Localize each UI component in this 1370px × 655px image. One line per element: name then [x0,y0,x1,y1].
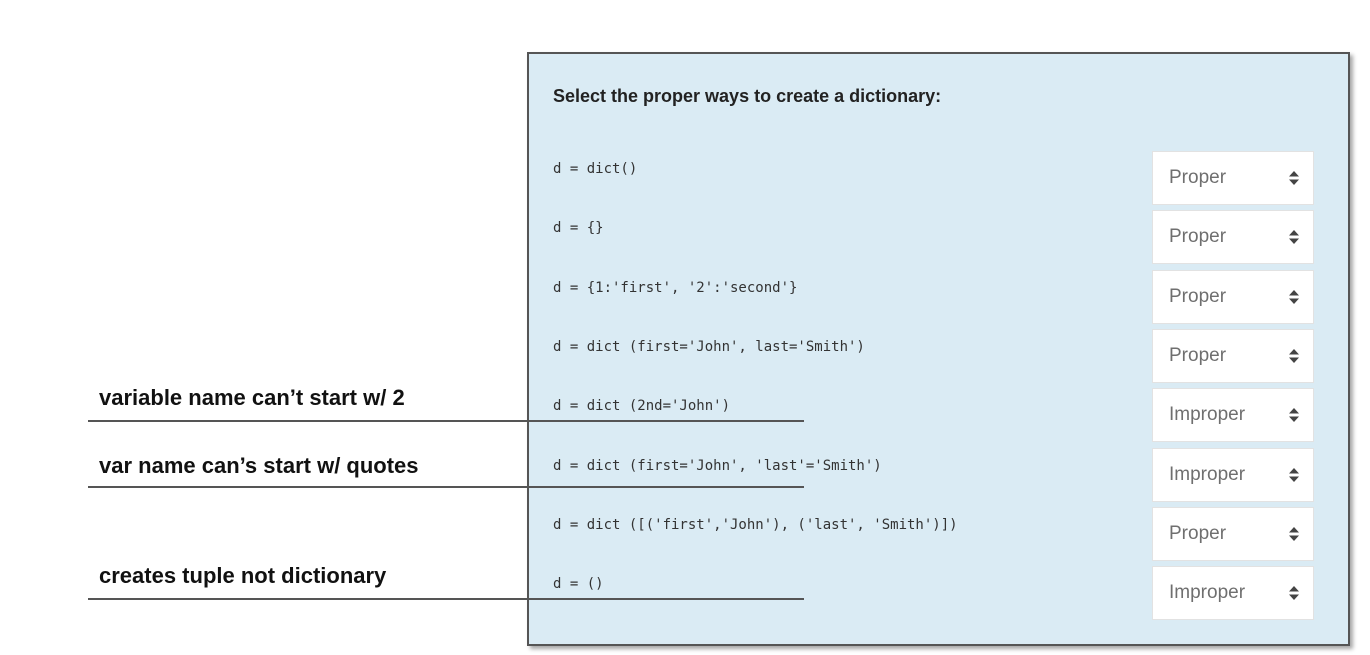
sort-caret-icon [1289,230,1299,244]
answer-select-value: Improper [1169,582,1246,603]
sort-caret-icon [1289,527,1299,541]
annotation-label: creates tuple not dictionary [99,563,387,588]
answer-select[interactable]: Proper [1152,210,1314,264]
annotation-label: variable name can’t start w/ 2 [99,385,405,410]
answer-select[interactable]: Improper [1152,388,1314,442]
annotation-underline [88,420,804,422]
answer-select[interactable]: Proper [1152,270,1314,324]
code-line: d = dict ([('first','John'), ('last', 'S… [553,517,958,533]
quiz-panel: Select the proper ways to create a dicti… [527,52,1350,646]
code-line: d = () [553,576,604,592]
answer-select-value: Proper [1169,226,1227,247]
annotation-label: var name can’s start w/ quotes [99,453,419,478]
answer-select-value: Proper [1169,523,1227,544]
annotation-underline [88,598,804,600]
answer-select[interactable]: Proper [1152,329,1314,383]
answer-select[interactable]: Improper [1152,448,1314,502]
answer-select[interactable]: Proper [1152,507,1314,561]
sort-caret-icon [1289,349,1299,363]
answer-select-value: Proper [1169,345,1227,366]
sort-caret-icon [1289,290,1299,304]
code-line: d = dict (first='John', 'last'='Smith') [553,458,882,474]
code-line: d = {1:'first', '2':'second'} [553,280,798,296]
answer-select[interactable]: Improper [1152,566,1314,620]
answer-select[interactable]: Proper [1152,151,1314,205]
sort-caret-icon [1289,468,1299,482]
sort-caret-icon [1289,171,1299,185]
code-line: d = dict() [553,161,638,177]
answer-select-value: Improper [1169,404,1246,425]
sort-caret-icon [1289,586,1299,600]
code-line: d = {} [553,220,604,236]
answer-select-value: Proper [1169,167,1227,188]
answer-select-value: Proper [1169,286,1227,307]
annotation-underline [88,486,804,488]
question-text: Select the proper ways to create a dicti… [553,86,942,106]
answer-select-value: Improper [1169,464,1246,485]
sort-caret-icon [1289,408,1299,422]
code-line: d = dict (2nd='John') [553,398,731,414]
code-line: d = dict (first='John', last='Smith') [553,339,865,355]
